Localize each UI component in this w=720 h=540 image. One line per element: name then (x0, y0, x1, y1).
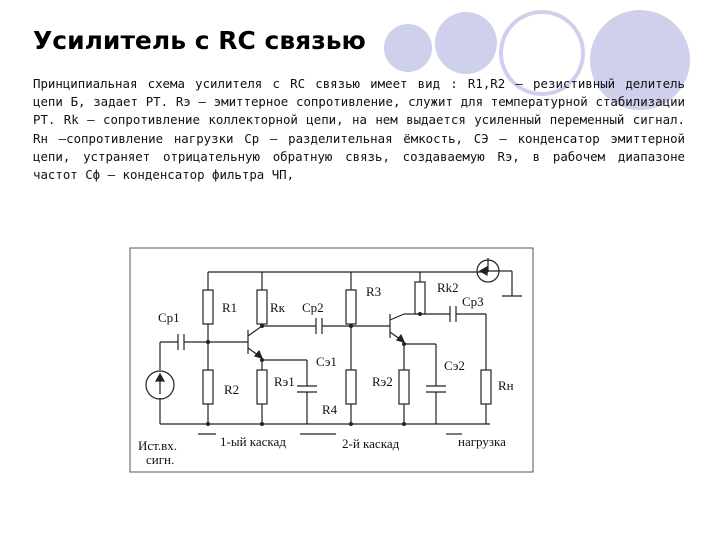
junction-dot (418, 312, 422, 316)
label-r3: R3 (366, 284, 381, 299)
label-stage2: 2-й каскад (342, 436, 400, 451)
junction-dot (260, 358, 264, 362)
schematic-frame (129, 247, 534, 473)
label-rk: Rк (270, 300, 286, 315)
junction-dot (260, 324, 264, 328)
decor-ring-1 (499, 10, 585, 96)
decor-circle-3 (590, 10, 690, 110)
label-source-line1: Ист.вх. (138, 438, 177, 453)
r1-resistor (202, 289, 214, 325)
label-r2: R2 (224, 382, 239, 397)
decor-circle-2 (435, 12, 497, 74)
junction-dot (349, 324, 353, 328)
label-r1: R1 (222, 300, 237, 315)
rk-resistor (256, 289, 268, 325)
description-paragraph: Принципиальная схема усилителя с RC связ… (33, 76, 685, 183)
label-ce2: Сэ2 (444, 358, 465, 373)
label-cp3: Ср3 (462, 294, 484, 309)
junction-dot (206, 422, 210, 426)
label-stage1: 1-ый каскад (220, 434, 286, 449)
re1-resistor (256, 369, 268, 405)
label-rk2: Rk2 (437, 280, 459, 295)
label-cp1: Ср1 (158, 310, 180, 325)
junction-dot (402, 342, 406, 346)
re2-resistor (398, 369, 410, 405)
label-re1: Rэ1 (274, 374, 295, 389)
label-cp2: Ср2 (302, 300, 324, 315)
junction-dot (402, 422, 406, 426)
r3-resistor (345, 289, 357, 325)
r4-resistor (345, 369, 357, 405)
label-rn: Rн (498, 378, 514, 393)
decor-circle-1 (384, 24, 432, 72)
rk2-resistor (414, 281, 426, 315)
label-load: нагрузка (458, 434, 506, 449)
junction-dot (349, 422, 353, 426)
slide-title: Усилитель с RC связью (33, 26, 366, 55)
rn-resistor (480, 369, 492, 405)
label-ce1: Сэ1 (316, 354, 337, 369)
r2-resistor (202, 369, 214, 405)
junction-dot (260, 422, 264, 426)
label-source-line2: сигн. (146, 452, 174, 467)
label-re2: Rэ2 (372, 374, 393, 389)
label-r4: R4 (322, 402, 338, 417)
junction-dot (206, 340, 210, 344)
